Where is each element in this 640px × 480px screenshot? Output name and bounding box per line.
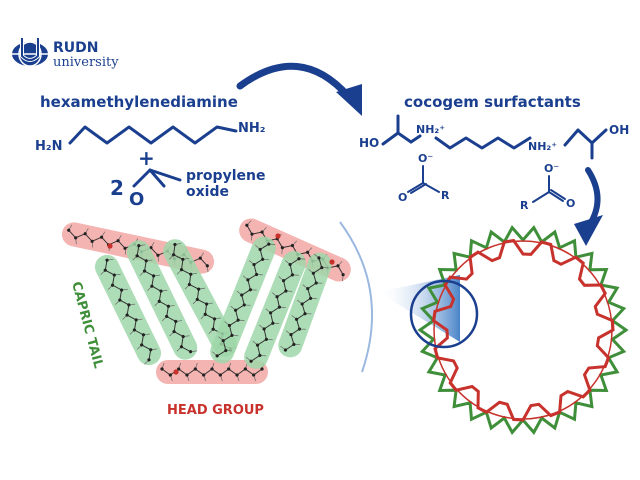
right-o: O (566, 197, 575, 210)
reactant1-left-group: H₂N (35, 139, 62, 154)
heteroatom (275, 233, 281, 239)
molecular-structure (61, 218, 351, 384)
head-band (156, 360, 268, 384)
heteroatom (107, 243, 113, 249)
micelle-head-layer (431, 238, 615, 422)
rudn-logo: RUDN university (12, 38, 119, 70)
tail-band (244, 251, 306, 369)
tail-band (278, 252, 332, 358)
rudn-emblem-icon (12, 38, 48, 67)
product-left-arm (381, 131, 413, 146)
epoxide-ring-icon (132, 168, 182, 188)
left-o-minus: O⁻ (418, 152, 433, 165)
plus-sign: + (138, 146, 155, 170)
head-label: HEAD GROUP (167, 403, 264, 418)
zoom-separator-arc (339, 221, 373, 373)
micelle-ring (417, 224, 629, 436)
tail-label: CAPRIC TAIL (68, 280, 106, 370)
heteroatom (173, 369, 179, 375)
reactant2-ring-atom: O (129, 189, 144, 210)
tail-band (210, 236, 276, 364)
right-o-minus: O⁻ (544, 162, 559, 175)
tail-band (126, 240, 198, 360)
left-n-bond (409, 134, 422, 144)
reactant1-right-group: NH₂ (238, 121, 265, 136)
reactant1-name: hexamethylenediamine (40, 93, 238, 111)
product-oh-right: OH (609, 123, 629, 137)
left-carboxylate: O⁻ O R (398, 152, 450, 204)
left-o: O (398, 191, 407, 204)
micelle-tail-layer (417, 224, 629, 436)
reactant2-name-line1: propylene (186, 168, 265, 184)
tail-band (163, 239, 237, 357)
heteroatom (329, 259, 335, 265)
reaction-arrow (236, 62, 362, 116)
reactant2-coefficient: 2 (110, 176, 124, 200)
product-nh2-left: NH₂⁺ (416, 123, 445, 136)
right-carboxylate: O⁻ R O (520, 162, 575, 212)
product-nh2-right: NH₂⁺ (528, 140, 557, 153)
tail-band (94, 254, 162, 366)
logo-line1: RUDN (53, 40, 99, 56)
micelle-core-outline (433, 240, 613, 420)
zoom-circle (409, 279, 479, 349)
product-ho-left: HO (359, 136, 379, 150)
right-r: R (520, 199, 529, 212)
left-r: R (441, 189, 450, 202)
hexamethylene-chain (68, 125, 238, 145)
assembly-arrow (574, 167, 603, 246)
product-spacer-chain (434, 136, 532, 150)
reactant2-name-line2: oxide (186, 184, 229, 200)
product-right-arm (563, 128, 608, 147)
logo-line2: university (53, 55, 119, 70)
product-name: cocogem surfactants (404, 93, 581, 111)
